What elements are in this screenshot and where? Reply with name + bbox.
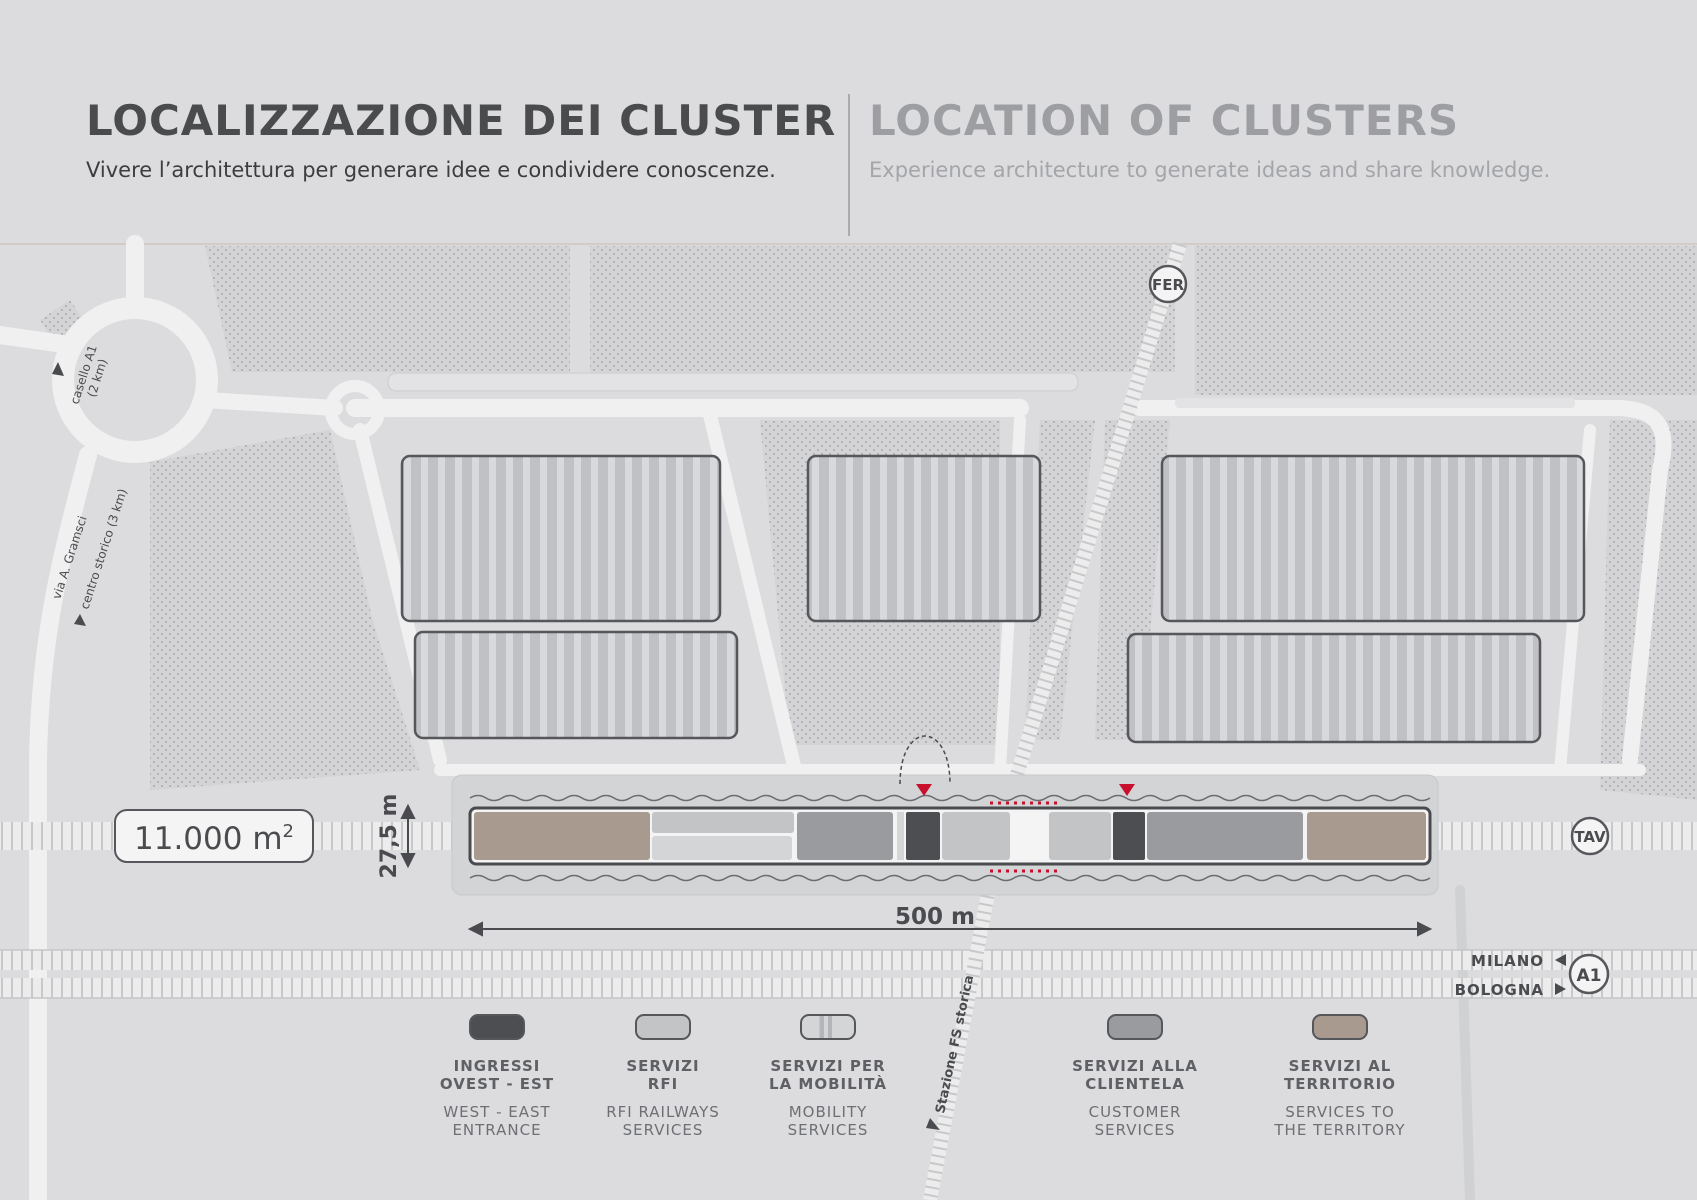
casello-arrow-icon <box>52 362 64 376</box>
station-building <box>451 735 1439 896</box>
cluster-entrance-west <box>906 812 940 860</box>
legend-label-it: SERVIZI RFI <box>626 1057 700 1093</box>
area-callout <box>114 809 314 863</box>
legend-label-en: WEST - EAST ENTRANCE <box>443 1103 551 1139</box>
area-unit-superscript: 2 <box>283 821 294 842</box>
bologna-arrow-icon <box>1555 983 1566 995</box>
legend-item-territory: SERVIZI AL TERRITORIO SERVICES TO THE TE… <box>1255 1014 1425 1139</box>
page-subtitle-english: Experience architecture to generate idea… <box>869 158 1551 182</box>
page-subtitle-italian: Vivere l’architettura per generare idee … <box>86 158 776 182</box>
cluster-rfi-east <box>1049 812 1111 860</box>
legend-item-rfi: SERVIZI RFI RFI RAILWAYS SERVICES <box>578 1014 748 1139</box>
page-title-english: LOCATION OF CLUSTERS <box>869 96 1460 145</box>
legend-swatch-territory <box>1312 1014 1368 1040</box>
entrance-marker-east <box>1119 784 1135 796</box>
milano-label: MILANO <box>1471 952 1544 970</box>
fer-label: FER <box>1152 276 1184 294</box>
legend-swatch-rfi <box>635 1014 691 1040</box>
legend-label-en: SERVICES TO THE TERRITORY <box>1274 1103 1406 1139</box>
tav-label: TAV <box>1574 828 1606 846</box>
cluster-rfi-center <box>942 812 1010 860</box>
cluster-customer-east <box>1147 812 1303 860</box>
parking-lot-nw <box>400 454 722 623</box>
a1-label: A1 <box>1577 966 1602 986</box>
page-title-italian: LOCALIZZAZIONE DEI CLUSTER <box>86 96 837 145</box>
width-label: 27,5 m <box>377 794 402 879</box>
a1-badge: A1 <box>1568 953 1610 995</box>
cluster-territory-east <box>1307 812 1426 860</box>
cluster-mobility-west <box>652 836 792 860</box>
fer-badge: FER <box>1148 264 1188 304</box>
tav-badge: TAV <box>1570 816 1610 856</box>
cluster-rfi-west <box>652 812 794 833</box>
cluster-entrance-east <box>1113 812 1145 860</box>
legend-swatch-mobility <box>800 1014 856 1040</box>
stazione-arrow-icon <box>926 1118 940 1130</box>
legend-label-it: SERVIZI PER LA MOBILITÀ <box>769 1057 887 1093</box>
parking-lots <box>400 454 1586 744</box>
area-label: 11.000 m2 <box>134 821 294 857</box>
cluster-customer-west <box>797 812 893 860</box>
legend-item-mobility: SERVIZI PER LA MOBILITÀ MOBILITY SERVICE… <box>743 1014 913 1139</box>
legend-label-it: SERVIZI ALLA CLIENTELA <box>1072 1057 1198 1093</box>
entrance-marker-west <box>916 784 932 796</box>
milano-arrow-icon <box>1555 954 1566 966</box>
legend-label-en: CUSTOMER SERVICES <box>1088 1103 1182 1139</box>
parking-lot-ne <box>1160 454 1586 623</box>
bologna-label: BOLOGNA <box>1455 981 1544 999</box>
parking-lot-se <box>1126 632 1542 744</box>
legend-label-en: MOBILITY SERVICES <box>787 1103 869 1139</box>
centro-storico-arrow-icon <box>74 614 86 626</box>
legend-label-it: SERVIZI AL TERRITORIO <box>1283 1057 1397 1093</box>
parking-lot-center <box>806 454 1042 623</box>
legend-label-en: RFI RAILWAYS SERVICES <box>606 1103 720 1139</box>
legend-item-customer: SERVIZI ALLA CLIENTELA CUSTOMER SERVICES <box>1050 1014 1220 1139</box>
via-gramsci-road <box>29 446 97 1200</box>
area-value: 11.000 m <box>134 821 283 857</box>
cluster-territory-west <box>474 812 650 860</box>
length-label: 500 m <box>895 904 975 930</box>
dimension-lines <box>400 803 1433 937</box>
legend-label-it: INGRESSI OVEST - EST <box>439 1057 555 1093</box>
legend-item-entrance: INGRESSI OVEST - EST WEST - EAST ENTRANC… <box>412 1014 582 1139</box>
legend-swatch-customer <box>1107 1014 1163 1040</box>
parking-lot-sw <box>413 630 739 740</box>
legend-swatch-entrance <box>469 1014 525 1040</box>
header-divider <box>848 94 850 236</box>
